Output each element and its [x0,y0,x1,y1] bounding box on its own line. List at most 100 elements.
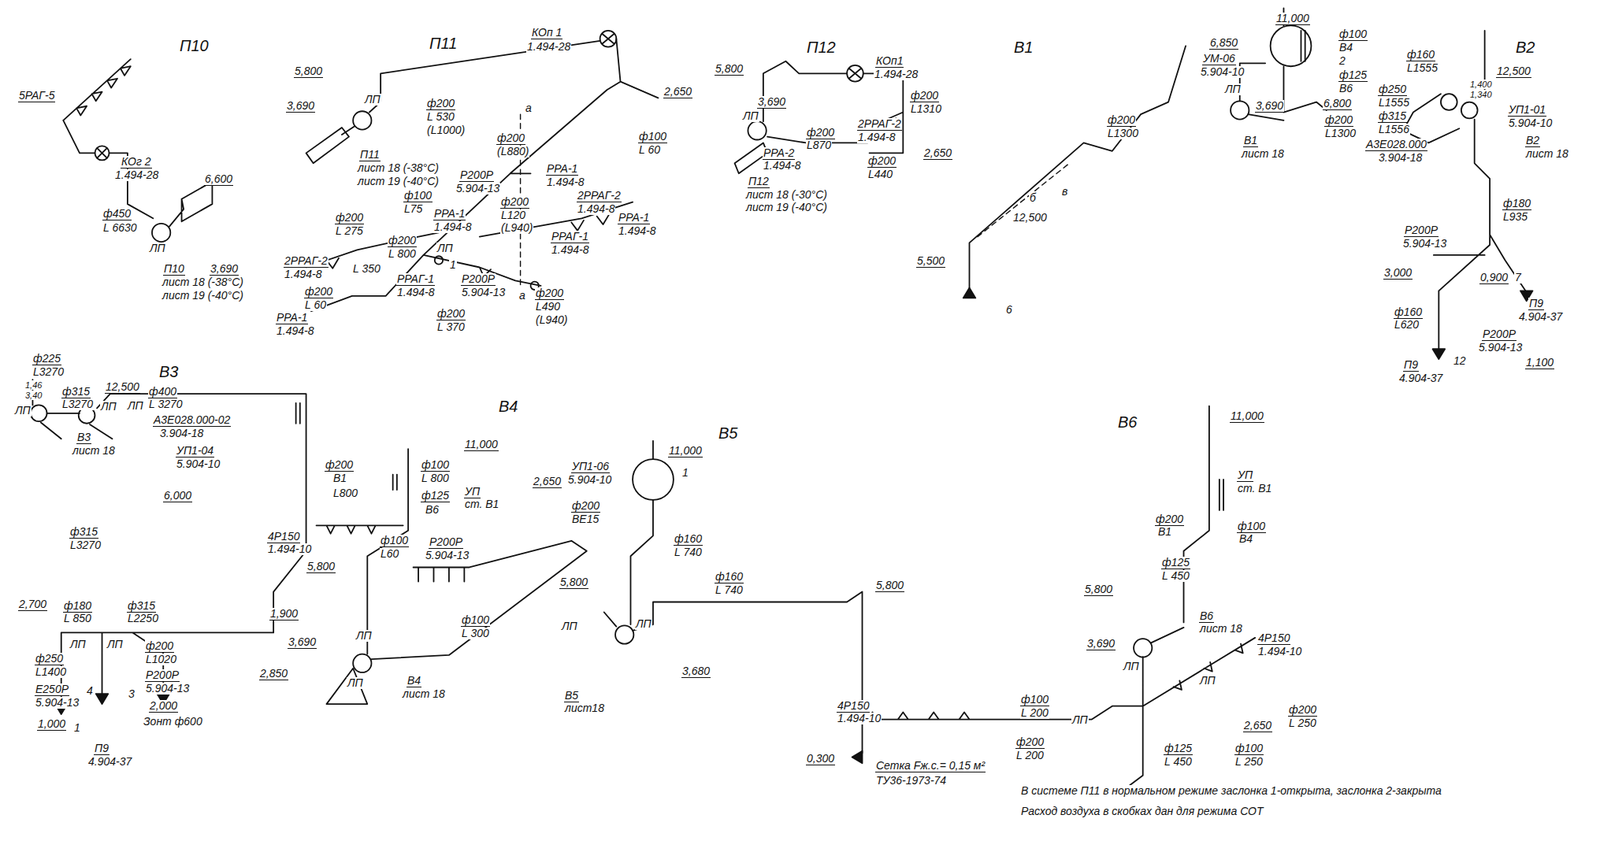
drawing-label: 2РРАГ-2 [283,255,329,268]
drawing-label: ЛП [69,638,87,651]
damper-symbol [352,30,617,290]
drawing-label: L935 [1502,211,1529,223]
drawing-label: ф250 [1377,83,1407,97]
drawing-label: лист 18 (-38°С) [161,276,245,289]
drawing-label: РРАГ-1 [396,273,435,286]
drawing-label: L440 [867,168,894,181]
drawing-label: ЛП [14,404,32,417]
drawing-label: 1.494-8 [283,268,323,281]
drawing-label: 12,500 [1012,211,1048,224]
drawing-label: 3,680 [681,665,711,679]
drawing-label: 6,000 [163,490,193,503]
drawing-label: ф125 [420,490,450,503]
drawing-label: 1.494-8 [617,225,657,238]
drawing-label: 2РРАГ-2 [857,118,903,131]
drawing-label: ф200 [1324,114,1354,127]
drawing-label: ст. В1 [1236,482,1273,495]
drawing-label: 6,600 [204,173,234,186]
drawing-label: Р200Р [144,669,180,683]
drawing-label: ф250 [34,653,64,666]
drawing-label: L75 [403,203,424,216]
drawing-label: РРА-1 [617,211,650,225]
drawing-label: L 740 [714,584,744,597]
drawing-label: ЛП [106,638,124,651]
drawing-label: 5.904-13 [1477,341,1523,354]
drawing-label: 1,000 [37,718,67,732]
drawing-label: 5,800 [293,65,323,78]
drawing-label: В4 [1238,533,1254,546]
drawing-label: 6 [1005,304,1014,316]
drawing-label: ф200 [334,211,364,225]
drawing-label: лист 18 [1199,623,1244,635]
drawing-label: ф315 [69,526,99,539]
drawing-label: ф200 [1106,114,1136,127]
drawing-label: L60 [379,548,400,561]
drawing-label: 1.494-28 [526,40,572,53]
drawing-label: 1.494-8 [550,244,590,257]
drawing-label: 12 [1452,355,1467,368]
drawing-label: лист 18 [1240,148,1285,160]
drawing-label: Е250Р [34,683,70,697]
drawing-label: ф200 [867,155,897,168]
drawing-label: А3Е028.000 [1365,138,1428,152]
drawing-label: L120 [500,209,527,222]
drawing-label: L800 [332,487,359,500]
drawing-label: ф200 [387,234,417,248]
drawing-label: L 200 [1015,749,1045,762]
drawing-label: ЛП [560,620,579,633]
drawing-label: L 60 [638,144,661,156]
drawing-label: ф200 [1288,704,1318,717]
drawing-label: ф100 [1020,694,1050,707]
drawing-label: РРА-2 [762,147,795,160]
drawing-label: лист18 [564,702,606,715]
drawing-label: ЛП [100,400,118,413]
drawing-label: L 450 [1163,756,1193,769]
drawing-label: Р200Р [1481,328,1517,342]
drawing-label: 3,690 [209,263,239,276]
drawing-label: П9 [93,742,110,756]
drawing-label: 2,700 [18,598,48,612]
drawing-label: 5РАГ-5 [18,89,56,103]
drawing-label: 3,690 [287,636,317,650]
drawing-label: 4.904-37 [87,756,133,769]
drawing-label: УП1-01 [1507,103,1547,117]
drawing-label: РРАГ-1 [550,230,590,244]
drawing-label: 3,690 [285,100,316,113]
drawing-label: 5.904-10 [1507,117,1553,130]
drawing-label: ф160 [1406,48,1436,62]
drawing-label: ф315 [61,386,91,399]
duct-line [63,59,212,227]
drawing-label: 6,850 [1209,37,1239,50]
drawing-label: В6 [1338,82,1354,95]
drawing-label: L 800 [387,248,417,260]
drawing-label: L620 [1393,319,1420,331]
drawing-label: ф100 [1338,28,1368,41]
duct-line [316,449,587,705]
drawing-label: ф180 [63,600,93,613]
drawing-label: ф100 [638,130,668,144]
drawing-label: L 200 [1020,707,1050,720]
drawing-label: ЛП [1224,83,1242,96]
drawing-label: лист 18 (-38°С) [356,162,440,175]
drawing-label: лист 18 [1525,148,1570,160]
drawing-label: 3,000 [1383,267,1413,280]
duct-line [969,7,1327,288]
drawing-label: 5,800 [306,560,336,574]
drawing-label: УП [1236,469,1254,483]
drawing-label: лист 19 (-40°С) [356,175,440,188]
drawing-label: L 250 [1288,717,1318,730]
drawing-label: 3 [127,688,136,701]
drawing-label: L 275 [334,225,364,238]
drawing-label: 4.904-37 [1518,311,1563,323]
drawing-label: 1.494-8 [433,221,472,234]
drawing-label: 4Р150 [1257,632,1291,646]
drawing-label: В2 [1525,134,1541,148]
drawing-label: В4 [406,675,422,688]
drawing-label: Р200Р [460,273,496,286]
drawing-label: 5.904-13 [460,286,506,299]
drawing-label: а [524,102,533,115]
drawing-label: L1556 [1377,123,1411,136]
duct-line [32,379,306,705]
drawing-label: П9 [1403,359,1419,372]
